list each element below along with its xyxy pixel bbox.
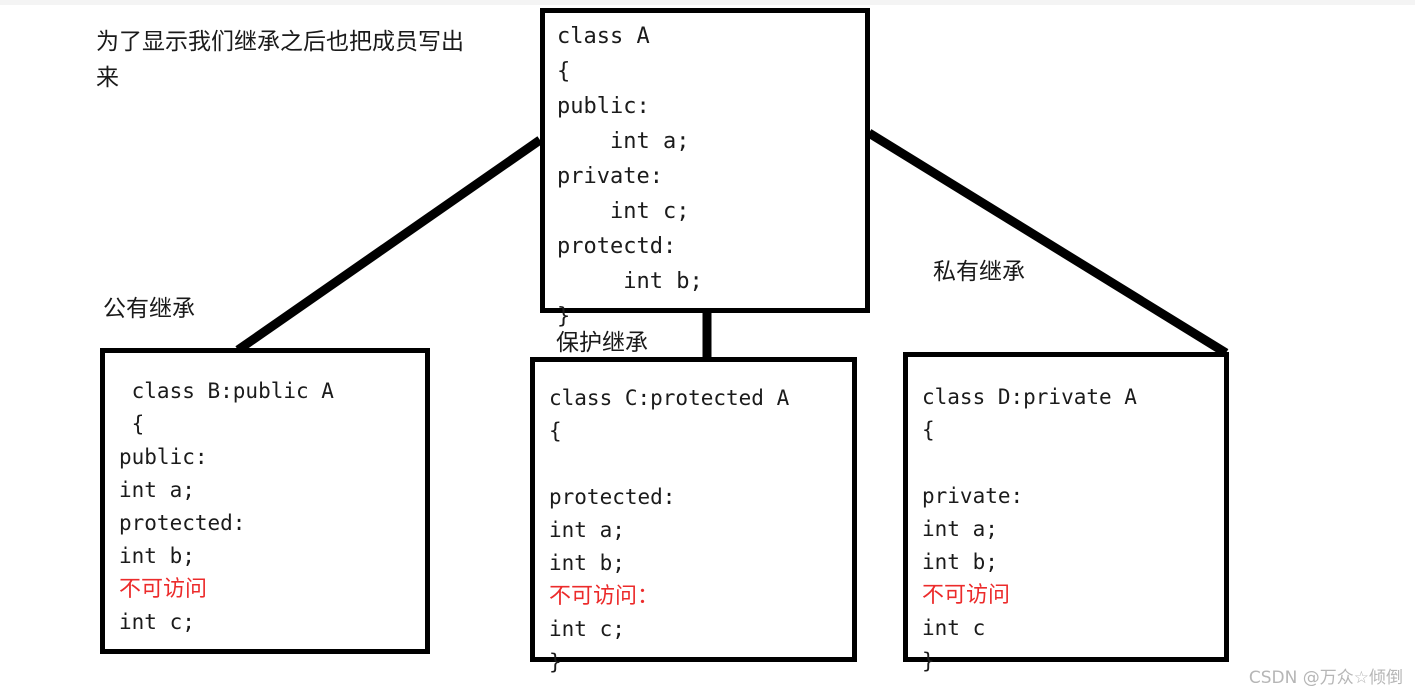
top-edge-strip xyxy=(0,0,1415,5)
class-c-inaccessible-label: 不可访问： xyxy=(549,584,660,609)
edge-label-public-inheritance: 公有继承 xyxy=(103,296,195,322)
class-d-inaccessible-label: 不可访问 xyxy=(922,583,1011,608)
csdn-watermark: CSDN @万众☆倾倒 xyxy=(1248,668,1403,688)
class-d-code-after: int c } xyxy=(922,616,986,673)
class-c-code-before: class C:protected A { protected: int a; … xyxy=(549,386,790,575)
edge-line-private xyxy=(866,129,1229,357)
edge-line-public xyxy=(235,136,543,354)
class-b-code-before: class B:public A { public: int a; protec… xyxy=(119,379,334,568)
class-d-code-before: class D:private A { private: int a; int … xyxy=(922,385,1137,574)
class-b-box: class B:public A { public: int a; protec… xyxy=(100,348,430,654)
class-c-code-after: int c; } xyxy=(549,617,625,674)
class-c-box: class C:protected A { protected: int a; … xyxy=(530,357,857,674)
edge-label-private-inheritance: 私有继承 xyxy=(933,259,1025,285)
class-b-inaccessible-label: 不可访问 xyxy=(119,577,208,602)
class-a-code: class A { public: int a; private: int c;… xyxy=(557,24,703,329)
class-a-box: class A { public: int a; private: int c;… xyxy=(540,8,870,329)
class-d-box: class D:private A { private: int a; int … xyxy=(903,352,1229,673)
annotation-note: 为了显示我们继承之后也把成员写出来 xyxy=(96,29,464,91)
class-b-code-after: int c; xyxy=(119,610,195,634)
edge-label-protected-inheritance: 保护继承 xyxy=(556,330,648,356)
